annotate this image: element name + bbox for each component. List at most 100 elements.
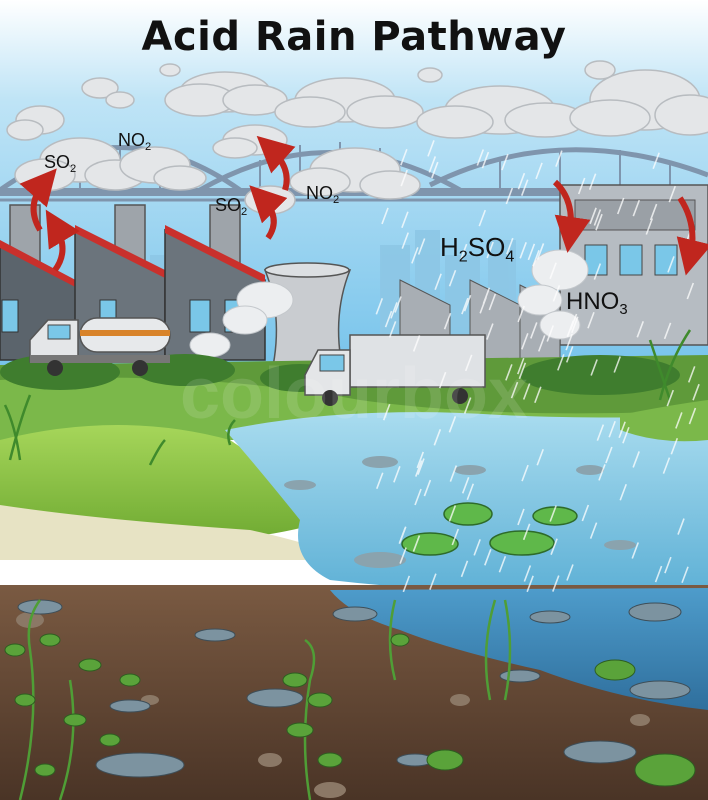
raindrop [518, 362, 527, 380]
raindrop [401, 211, 409, 229]
raindrop [466, 483, 475, 501]
raindrop [530, 322, 538, 339]
label-so2-left: SO2 [44, 152, 77, 175]
cloud [119, 146, 207, 191]
raindrop [527, 243, 536, 261]
arrow-so2-center [249, 185, 288, 240]
raindrop [459, 243, 468, 261]
raindrop [443, 312, 452, 330]
raindrop [681, 566, 689, 584]
groundwater-fish [17, 599, 691, 778]
raindrop [663, 322, 672, 340]
raindrop [587, 311, 595, 329]
raindrop [521, 333, 529, 350]
raindrop [429, 573, 437, 590]
raindrop [557, 354, 565, 371]
raindrop [517, 305, 525, 323]
raindrop [400, 169, 408, 187]
raindrop [565, 333, 573, 351]
raindrop [552, 285, 561, 302]
raindrop [590, 359, 598, 376]
raindrop [384, 310, 393, 328]
raindrop [613, 356, 621, 373]
raindrop [381, 207, 389, 225]
raindrop [569, 313, 578, 331]
raindrop [501, 153, 509, 171]
raindrop [588, 173, 597, 190]
raindrop [519, 242, 527, 259]
raindrop [461, 297, 469, 315]
raindrop [662, 457, 671, 474]
lake [225, 412, 708, 592]
raindrop [522, 523, 531, 541]
raindrop [577, 177, 586, 195]
raindrop [546, 325, 554, 342]
raindrop [463, 294, 472, 312]
label-hno3: HNO3 [566, 288, 628, 319]
arrow-no2-center [256, 135, 296, 191]
raindrop [536, 243, 545, 260]
raindrop [414, 460, 423, 477]
raindrop [388, 321, 397, 338]
cloud [569, 69, 708, 137]
arrow-rising-left [45, 209, 80, 272]
lake-fish [284, 456, 636, 568]
raindrop [476, 149, 485, 166]
raindrop [382, 403, 391, 421]
raindrop [521, 464, 529, 482]
arrow-hno3-down [676, 196, 708, 276]
raindrop [534, 386, 542, 404]
raindrop [505, 364, 513, 381]
raindrop [596, 424, 605, 441]
cloud [159, 60, 616, 83]
raindrop [438, 371, 447, 389]
raindrop [486, 241, 494, 259]
raindrop [417, 238, 426, 255]
raindrop [589, 207, 597, 225]
smog-clouds [6, 60, 708, 215]
cloud [274, 77, 424, 129]
arrow-so2-left [19, 168, 57, 232]
raindrop [412, 335, 421, 352]
raindrop [488, 293, 497, 311]
page-title: Acid Rain Pathway [141, 14, 567, 60]
raindrop [535, 162, 543, 180]
raindrop [434, 273, 442, 291]
raindrop [431, 161, 439, 179]
raindrop [460, 560, 469, 578]
raindrop [552, 575, 560, 592]
leaves [4, 633, 696, 787]
raindrop [398, 527, 407, 544]
reeds [3, 329, 692, 466]
raindrop [414, 488, 422, 506]
arrow-h2so4-down [552, 179, 591, 253]
raindrop [536, 448, 544, 466]
raindrop [649, 203, 658, 221]
raindrop [486, 323, 494, 340]
raindrop [402, 575, 411, 593]
raindrop [416, 451, 425, 469]
tanker-truck [29, 317, 171, 376]
raindrop [677, 518, 685, 535]
raindrop [555, 150, 563, 167]
label-h2so4: H2SO4 [440, 232, 515, 266]
raindrop [608, 420, 616, 438]
raindrop [451, 528, 460, 546]
raindrop [686, 282, 695, 300]
raindrop [482, 287, 491, 304]
raindrop [481, 151, 490, 169]
raindrop [449, 465, 458, 482]
raindrop [667, 256, 675, 273]
raindrop [593, 263, 602, 280]
raindrop [464, 354, 473, 372]
raindrop [618, 421, 626, 439]
raindrop [687, 366, 696, 383]
raindrop [622, 426, 630, 444]
raindrop [517, 508, 525, 526]
raindrop [652, 152, 660, 170]
watermark: colourbox [180, 354, 528, 434]
raindrop [412, 535, 421, 552]
label-so2-center: SO2 [215, 195, 248, 218]
raindrop [427, 140, 435, 157]
raindrop [631, 542, 639, 559]
